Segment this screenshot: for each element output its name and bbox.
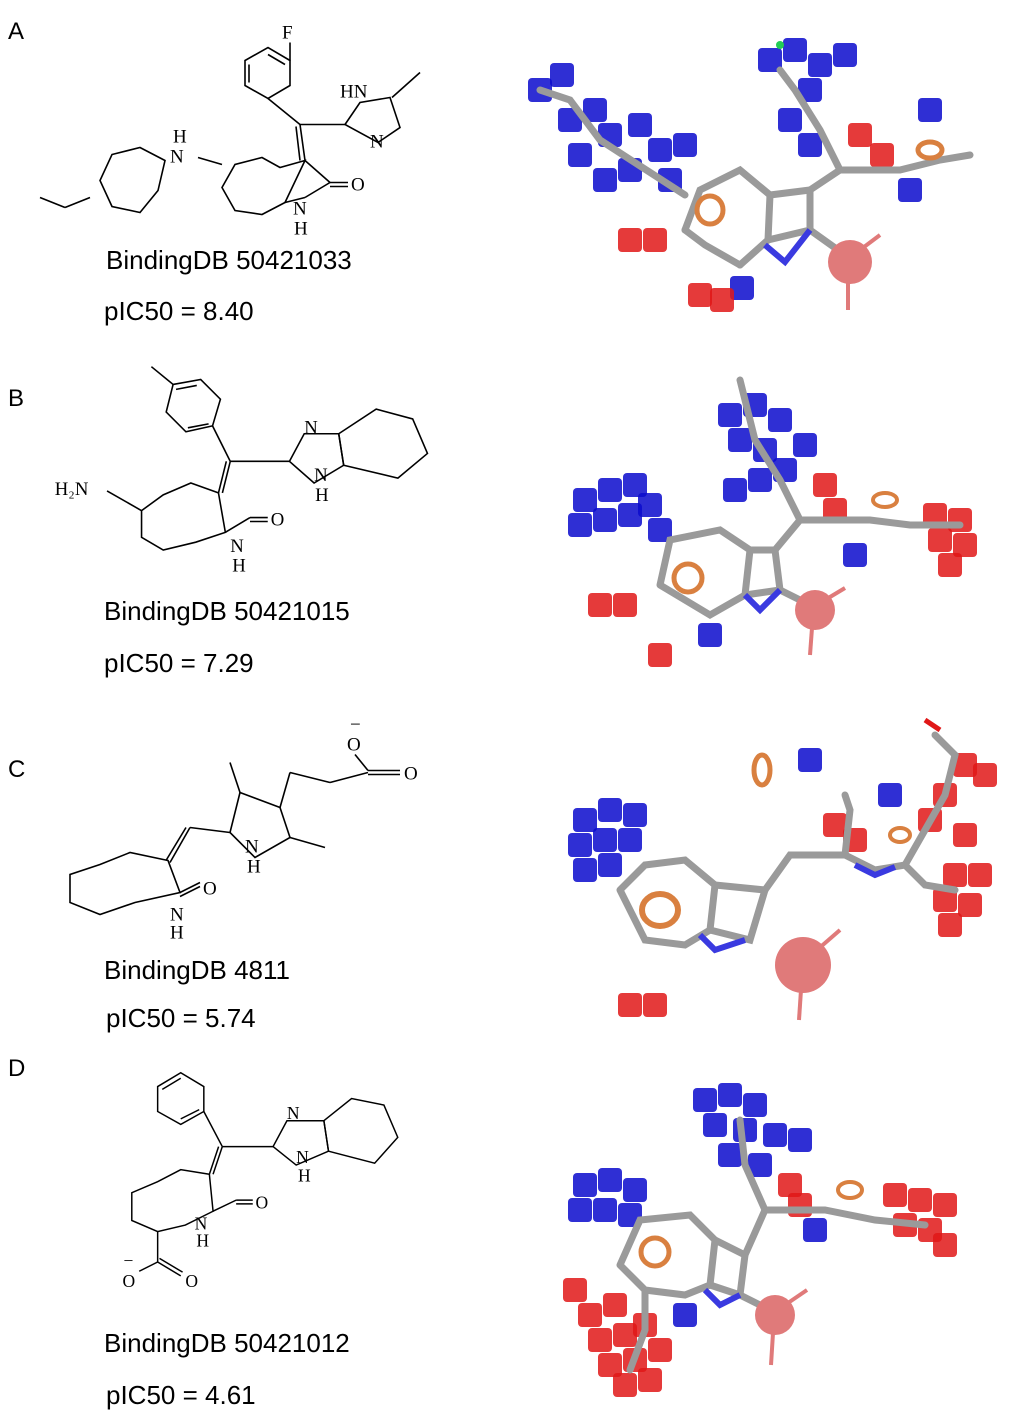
atom-label: H xyxy=(196,1230,209,1250)
atom-label: N xyxy=(245,837,259,858)
atom-label: H₂N xyxy=(55,479,89,500)
aromatic-ring-feature xyxy=(888,826,912,844)
aromatic-ring-feature xyxy=(871,491,899,509)
atom-label: O xyxy=(203,879,217,900)
aromatic-ring-feature xyxy=(915,139,945,161)
pyrrole-ring xyxy=(229,791,291,859)
atom-label: HN xyxy=(340,82,368,103)
atom-label: N xyxy=(195,1214,208,1234)
benzo-ring xyxy=(337,408,429,479)
phenyl-ring xyxy=(156,1071,205,1126)
pharmacophore-model xyxy=(510,30,1010,330)
panel-label: B xyxy=(8,385,25,412)
atom-label: H xyxy=(170,923,184,944)
atom-label: N xyxy=(170,147,184,168)
atom-label: N xyxy=(304,418,318,439)
atom-label: O xyxy=(123,1271,136,1291)
panel-b: B N N H O N H H₂N BindingDB 50421015 pIC… xyxy=(0,345,1024,700)
aromatic-ring-feature xyxy=(694,193,726,227)
panel-c: C O − O N H O N H BindingDB 4811 pIC50 =… xyxy=(0,700,1024,1045)
atom-label: N xyxy=(170,905,184,926)
pharmacophore-model xyxy=(545,715,1015,1035)
atom-label: N xyxy=(293,199,307,220)
compound-id: BindingDB 4811 xyxy=(104,955,290,985)
atom-label: O xyxy=(347,735,361,756)
atom-label: F xyxy=(282,23,293,44)
structure-drawing: O − O N H O N H xyxy=(0,700,500,1050)
piperidine-ring xyxy=(99,146,166,214)
atom-label: N xyxy=(230,536,244,557)
indolinone-ring xyxy=(221,156,307,216)
compound-id: BindingDB 50421033 xyxy=(106,245,352,275)
atom-label: N xyxy=(296,1147,309,1167)
activity-value: pIC50 = 8.40 xyxy=(104,296,254,326)
fluorophenyl-ring xyxy=(244,46,291,100)
panel-label: C xyxy=(8,756,26,783)
ligand-sticks xyxy=(616,731,959,949)
atom-label: H xyxy=(315,485,329,506)
atom-label: − xyxy=(350,715,361,736)
aromatic-ring-feature xyxy=(751,752,773,788)
atom-label: O xyxy=(256,1192,269,1212)
atom-label: H xyxy=(298,1166,311,1186)
indolinone-ring xyxy=(140,482,227,551)
panel-d: D N N H O N H O − O BindingDB 50421 xyxy=(0,1045,1024,1424)
structure-drawing: N N H O N H O − O xyxy=(0,1045,500,1395)
panel-label: D xyxy=(8,1055,26,1082)
structure-drawing: F HN N O N H N H xyxy=(0,0,500,350)
atom-label: O xyxy=(185,1271,198,1291)
activity-value: pIC50 = 5.74 xyxy=(106,1003,256,1033)
pharmacophore-model xyxy=(545,1080,1015,1420)
atom-label: N xyxy=(314,465,328,486)
atom-label: N xyxy=(287,1103,300,1123)
panel-label: A xyxy=(8,18,25,45)
atom-label: O xyxy=(404,764,418,785)
compound-id: BindingDB 50421015 xyxy=(104,596,350,626)
imidazole-ring xyxy=(343,96,401,144)
indolinone-ring xyxy=(69,851,182,916)
atom-label: O xyxy=(351,175,365,196)
ligand-sticks xyxy=(616,1116,929,1374)
structure-drawing: N N H O N H H₂N xyxy=(0,345,500,695)
activity-value: pIC50 = 4.61 xyxy=(106,1380,256,1410)
pharmacophore-model xyxy=(540,360,1010,670)
atom-label: H xyxy=(232,556,246,577)
atom-label: − xyxy=(123,1251,133,1271)
tolyl-ring xyxy=(165,378,222,433)
atom-label: N xyxy=(370,132,384,153)
compound-id: BindingDB 50421012 xyxy=(104,1328,350,1358)
aromatic-ring-feature xyxy=(638,1235,672,1269)
benzo-ring xyxy=(323,1097,399,1165)
atom-label: H xyxy=(294,219,308,240)
acceptor-sphere xyxy=(775,937,831,993)
panel-a: A F HN N O N H N xyxy=(0,0,1024,345)
atom-label: O xyxy=(271,509,285,530)
atom-label: H xyxy=(247,857,261,878)
aromatic-ring-feature xyxy=(671,561,705,595)
ligand-sticks xyxy=(656,376,964,620)
ligand-sticks xyxy=(536,66,974,269)
activity-value: pIC50 = 7.29 xyxy=(104,648,254,678)
aromatic-ring-feature xyxy=(836,1180,864,1200)
indolinone-ring xyxy=(131,1168,214,1233)
atom-label: H xyxy=(173,127,187,148)
aromatic-ring-feature xyxy=(639,891,681,929)
